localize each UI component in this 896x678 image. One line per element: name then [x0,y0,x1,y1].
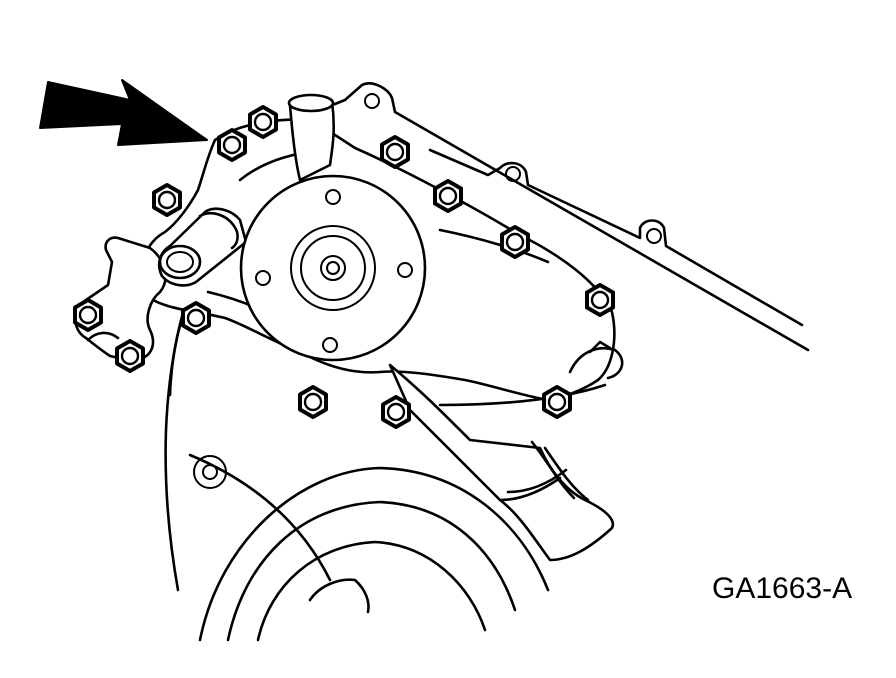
mounting-bolts [73,105,615,429]
callout-arrow [39,79,208,146]
bolt-head [500,225,530,259]
pump-inlet-tube [388,363,615,562]
bolt-head [217,128,247,162]
pump-pulley-flange [239,174,427,362]
left-mounting-ear [74,236,167,362]
bolt-head [542,385,572,419]
bolt-head [181,301,211,335]
gasket-rail [328,82,810,352]
bolt-head [115,339,145,373]
bypass-nipple [157,207,248,287]
bolt-head [433,179,463,213]
bolt-head [381,395,411,429]
crankshaft-pulley [193,455,550,642]
bolt-head [248,105,278,139]
bolt-head [585,283,615,317]
bolt-head [380,135,410,169]
pump-outlet-tube [287,93,335,182]
bolt-head [152,183,182,217]
bolt-head [73,298,103,332]
figure-code-label: GA1663-A [712,572,853,605]
bolt-head [298,385,328,419]
